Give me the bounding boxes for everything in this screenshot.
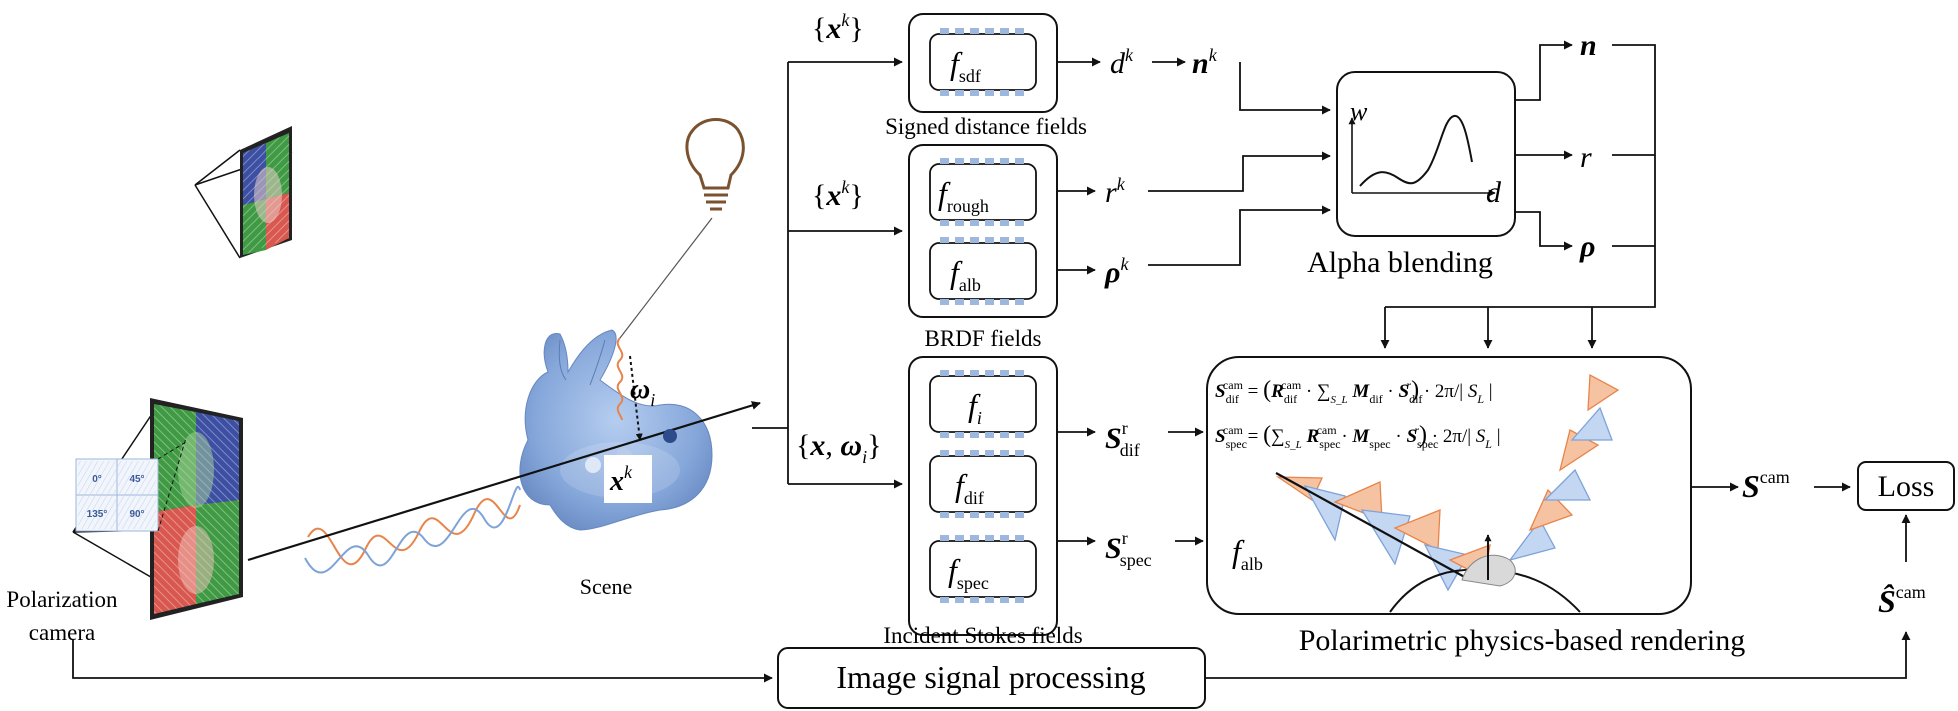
incident-wave [616, 337, 624, 421]
sdf-block: fsdf [908, 13, 1058, 113]
camera-label-line2: camera [29, 620, 95, 645]
render-eq2: Sspeccam = (∑S_L Rspeccam · Mspec · Sspe… [1215, 422, 1501, 451]
alpha-out-n: n [1580, 29, 1597, 62]
xk-label-bg [604, 455, 652, 503]
mosaic-label-90: 90° [129, 509, 144, 520]
render-incident-ray [1275, 472, 1471, 581]
brdf-input-label: {xk} [812, 177, 864, 212]
brdf-block: frough falb [908, 144, 1058, 318]
alpha-out-r: r [1580, 141, 1592, 174]
sample-point-1 [585, 457, 601, 473]
alpha-output-lines [1515, 40, 1573, 251]
omega-label: ωi [630, 374, 655, 410]
alpha-out-rho: ρ [1579, 230, 1595, 263]
stokes-input-label: {x, ωi} [796, 429, 882, 467]
isp-label: Image signal processing [836, 659, 1145, 695]
stokes-caption: Incident Stokes fields [883, 623, 1082, 648]
sensor-image-top [240, 126, 292, 258]
camera-sensor-image [150, 398, 243, 620]
camera-ray [247, 401, 761, 562]
mosaic-label-0: 0° [92, 474, 102, 485]
target-shat-cam: Ŝcam [1878, 582, 1926, 619]
alpha-input-lines [1148, 62, 1331, 266]
sdf-input-label: {xk} [812, 10, 864, 45]
sdf-caption: Signed distance fields [885, 114, 1087, 139]
omega-direction-arrow [629, 355, 643, 441]
alpha-block: w d [1336, 71, 1516, 237]
light-ray [619, 217, 713, 339]
loss-box: Loss [1857, 461, 1955, 511]
render-caption: Polarimetric physics-based rendering [1299, 624, 1746, 657]
loss-label: Loss [1878, 470, 1935, 503]
mosaic-label-45: 45° [129, 474, 144, 485]
isp-path [72, 631, 1911, 683]
branch-lines [752, 57, 903, 489]
alpha-caption: Alpha blending [1307, 246, 1493, 279]
camera-label-line1: Polarization [6, 587, 118, 612]
render-out-scam: Scam [1742, 467, 1790, 504]
render-eq1: Sdifcam = (Rdifcam · ∑S_L Mdif · Sdifr) … [1215, 377, 1493, 406]
lightbulb-icon [685, 118, 745, 211]
stokes-block: fi fdif fspec [908, 356, 1058, 636]
render-block: Sdifcam = (Rdifcam · ∑S_L Mdif · Sdifr) … [1206, 356, 1692, 615]
sdf-out-d: dk [1110, 45, 1134, 80]
scene-label: Scene [580, 574, 633, 599]
isp-box: Image signal processing [777, 647, 1206, 709]
brdf-caption: BRDF fields [925, 326, 1042, 351]
sdf-module-bars [940, 28, 1024, 96]
alpha-axis-y: w [1350, 97, 1368, 126]
mosaic-inset: 0° 45° 135° 90° [75, 437, 187, 532]
render-reflected-wave [1508, 373, 1620, 562]
sdf-out-n: nk [1192, 45, 1218, 80]
brdf-out-rho: ρk [1104, 254, 1129, 289]
alpha-to-render-lines [1380, 44, 1656, 349]
alpha-axis-x: d [1486, 176, 1502, 209]
sample-point-3 [663, 429, 677, 443]
mosaic-label-135: 135° [87, 509, 108, 520]
polarized-wave [304, 486, 521, 574]
brdf-out-r: rk [1105, 174, 1126, 209]
